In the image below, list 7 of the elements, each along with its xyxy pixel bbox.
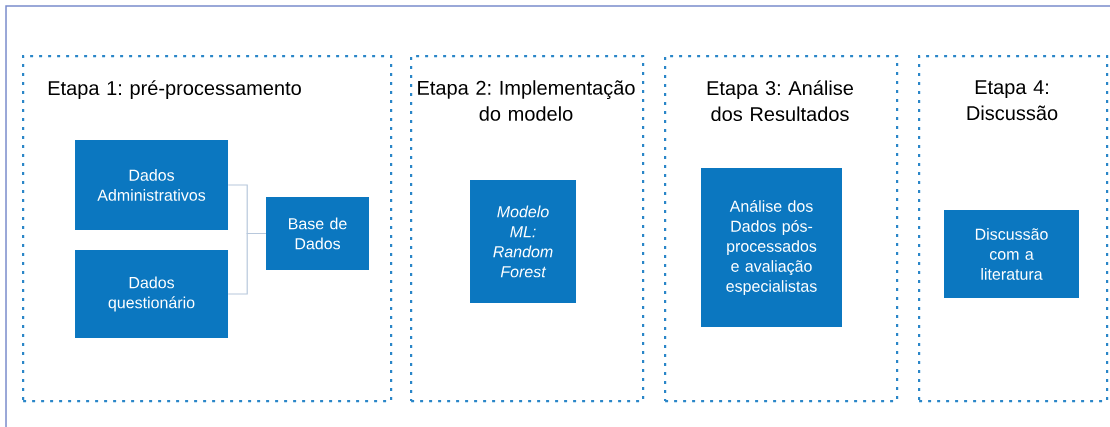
process-box: Dados Administrativos [75, 140, 228, 230]
process-box: Dados questionário [75, 250, 228, 338]
process-box: Discussão com a literatura [944, 210, 1079, 298]
process-box: Base de Dados [266, 197, 369, 270]
connector-line [227, 232, 267, 295]
process-box: Análise dos Dados pós-processados e avaliação especialistas [701, 168, 842, 327]
process-box: Modelo ML: Random Forest [470, 180, 576, 303]
